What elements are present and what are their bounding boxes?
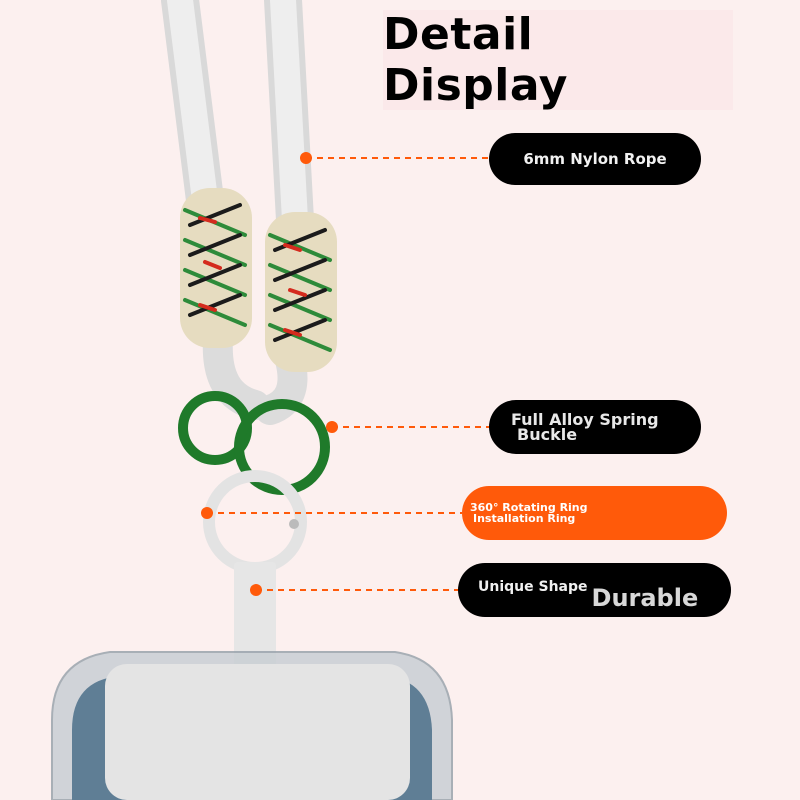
leader-lines <box>207 157 489 591</box>
phone-case <box>51 651 453 800</box>
callout-line1: Full Alloy Spring <box>511 410 659 429</box>
callout-big: Durable <box>591 584 699 612</box>
callout-spring-buckle: Full Alloy Spring Buckle <box>489 400 701 454</box>
callout-small: Unique Shape <box>478 579 588 595</box>
callout-label: 6mm Nylon Rope <box>523 150 667 168</box>
callout-nylon-rope: 6mm Nylon Rope <box>489 133 701 185</box>
callout-durable: Unique Shape Durable <box>458 563 731 617</box>
callout-line2: Buckle <box>517 425 578 444</box>
callout-rotating-ring: 360° Rotating Ring Installation Ring <box>462 486 727 540</box>
rotating-ring <box>203 470 307 667</box>
callout-line2: Installation Ring <box>473 512 576 525</box>
callout-line1: 360° Rotating Ring <box>470 501 588 514</box>
leader-dots <box>201 152 338 596</box>
braided-wrap <box>180 188 337 372</box>
page-title: Detail Display <box>383 9 733 111</box>
